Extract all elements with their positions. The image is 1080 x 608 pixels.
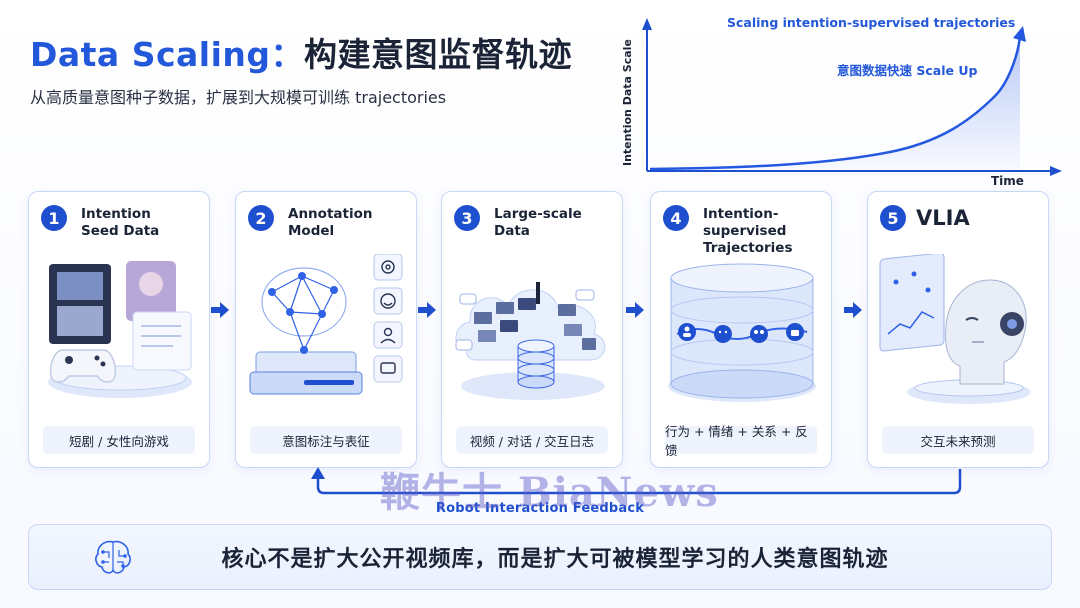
step-card-large-scale-data: 3 Large-scale Data 视频 / 对话 / 交互日志: [441, 191, 623, 468]
growth-y-arrow: [642, 18, 652, 30]
flow-arrow-right-icon: [844, 302, 862, 318]
step-number: 3: [454, 205, 480, 231]
step-number: 5: [880, 205, 906, 231]
smile-icon: [373, 287, 403, 315]
watermark: 鞭牛士 BiaNews: [380, 469, 719, 516]
feedback-loop-arrow: [311, 467, 962, 495]
step-tag: 意图标注与表征: [250, 426, 402, 454]
flow-arrow-right-icon: [626, 302, 644, 318]
growth-x-arrow: [1050, 166, 1062, 176]
step-card-trajectories: 4 Intention-supervised Trajectories 行为 +…: [650, 191, 832, 468]
smile-icon: [714, 325, 732, 343]
step-tag: 交互未来预测: [882, 426, 1034, 454]
step-title: Large-scale Data: [494, 206, 582, 239]
person-icon: [678, 323, 696, 341]
step-tag: 视频 / 对话 / 交互日志: [456, 426, 608, 454]
step-card-seed-data: 1 Intention Seed Data 短剧 / 女性向游戏: [28, 191, 210, 468]
step-title: Intention-supervised Trajectories: [703, 206, 793, 256]
brain-circuit-icon: [95, 540, 131, 574]
growth-mid-label: 意图数据快速 Scale Up: [837, 63, 977, 78]
title-english: Data Scaling：: [30, 35, 305, 74]
group-icon: [750, 325, 768, 343]
step-number: 2: [248, 205, 274, 231]
target-icon: [373, 254, 403, 281]
step-number: 1: [41, 205, 67, 231]
brain-network-icon: [261, 267, 347, 351]
title-chinese: 构建意图监督轨迹: [304, 35, 573, 74]
step-title: VLIA: [916, 206, 970, 230]
database-icon: [517, 339, 555, 389]
growth-curve-arrow: [1013, 26, 1026, 42]
robot-head-icon: [945, 279, 1027, 385]
trajectories-illustration: [668, 263, 816, 402]
growth-curve: [649, 35, 1022, 171]
chat-icon: [373, 355, 403, 383]
step-tag: 短剧 / 女性向游戏: [43, 426, 195, 454]
page-title: Data Scaling：构建意图监督轨迹: [30, 28, 572, 76]
growth-chart: Scaling intention-supervised trajectorie…: [621, 15, 1062, 188]
step-title: Intention Seed Data: [81, 206, 160, 239]
bottom-banner: 核心不是扩大公开视频库，而是扩大可被模型学习的人类意图轨迹: [28, 524, 1052, 590]
flow-arrow-right-icon: [211, 302, 229, 318]
large-scale-data-illustration: [455, 282, 606, 400]
step-title: Annotation Model: [288, 206, 373, 239]
flow-arrow-right-icon: [418, 302, 436, 318]
step-tag: 行为 + 情绪 + 关系 + 反馈: [665, 424, 817, 458]
hologram-panel: [879, 254, 945, 352]
seed-data-illustration: [48, 259, 192, 398]
annotation-illustration: [249, 254, 403, 395]
step-card-annotation-model: 2 Annotation Model: [235, 191, 417, 468]
growth-xlabel: Time: [991, 174, 1024, 188]
growth-top-label: Scaling intention-supervised trajectorie…: [727, 15, 1015, 30]
step-number: 4: [663, 205, 689, 231]
step-card-vlia: 5 VLIA 交互未来预测: [867, 191, 1049, 468]
growth-area: [650, 36, 1020, 171]
vlia-illustration: [879, 254, 1031, 404]
feedback-label: Robot Interaction Feedback: [435, 501, 645, 516]
page-subtitle: 从高质量意图种子数据，扩展到大规模可训练 trajectories: [30, 88, 447, 107]
bottom-banner-text: 核心不是扩大公开视频库，而是扩大可被模型学习的人类意图轨迹: [221, 547, 889, 572]
growth-ylabel: Intention Data Scale: [621, 39, 634, 166]
